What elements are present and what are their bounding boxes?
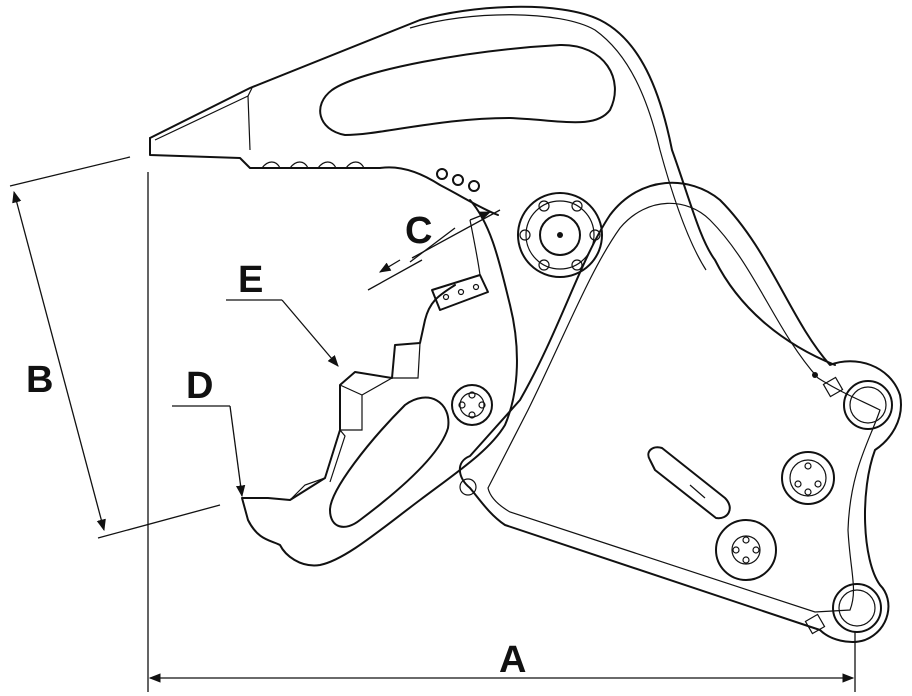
main-body xyxy=(458,181,902,643)
dimension-lines xyxy=(9,156,856,692)
label-a: A xyxy=(499,639,526,681)
lower-jaw xyxy=(241,199,518,567)
label-e: E xyxy=(238,259,263,301)
label-d: D xyxy=(186,365,213,407)
upper-jaw xyxy=(149,5,836,366)
label-c: C xyxy=(405,210,432,252)
label-b: B xyxy=(26,359,53,401)
